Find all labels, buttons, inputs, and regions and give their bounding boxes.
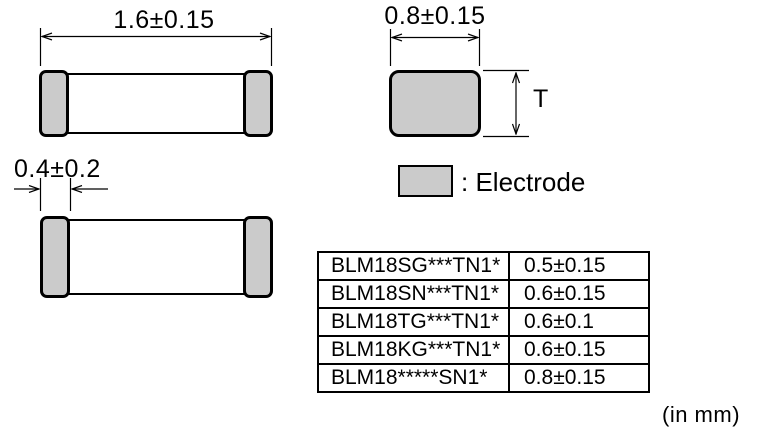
chip-end-view — [389, 70, 481, 137]
part-number-cell: BLM18SN***TN1* — [317, 279, 510, 309]
table-row: BLM18KG***TN1* 0.6±0.15 — [317, 335, 650, 365]
part-number-cell: BLM18TG***TN1* — [317, 307, 510, 337]
electrode-right — [243, 216, 273, 298]
table-row: BLM18TG***TN1* 0.6±0.1 — [317, 307, 650, 337]
thickness-cell: 0.5±0.15 — [508, 251, 650, 281]
length-dimension-label: 1.6±0.15 — [113, 6, 215, 34]
width-dimension-label: 0.8±0.15 — [384, 2, 486, 30]
units-note: (in mm) — [662, 402, 741, 427]
table-row: BLM18SG***TN1* 0.5±0.15 — [317, 251, 650, 281]
part-number-cell: BLM18*****SN1* — [317, 363, 510, 393]
electrode-legend-swatch — [398, 165, 453, 197]
electrode-right — [243, 70, 273, 137]
thickness-cell: 0.6±0.15 — [508, 335, 650, 365]
chip-body — [54, 219, 259, 295]
thickness-dimension-label: T — [533, 85, 549, 113]
part-number-cell: BLM18KG***TN1* — [317, 335, 510, 365]
part-number-cell: BLM18SG***TN1* — [317, 251, 510, 281]
thickness-cell: 0.6±0.15 — [508, 279, 650, 309]
table-row: BLM18SN***TN1* 0.6±0.15 — [317, 279, 650, 309]
chip-body — [53, 73, 259, 134]
table-row: BLM18*****SN1* 0.8±0.15 — [317, 363, 650, 393]
electrode-width-dimension-label: 0.4±0.2 — [14, 155, 101, 183]
thickness-table: BLM18SG***TN1* 0.5±0.15 BLM18SN***TN1* 0… — [317, 251, 650, 393]
thickness-cell: 0.6±0.1 — [508, 307, 650, 337]
electrode-legend-label: : Electrode — [461, 167, 586, 197]
thickness-cell: 0.8±0.15 — [508, 363, 650, 393]
electrode-left — [40, 216, 70, 298]
electrode-left — [39, 70, 69, 137]
